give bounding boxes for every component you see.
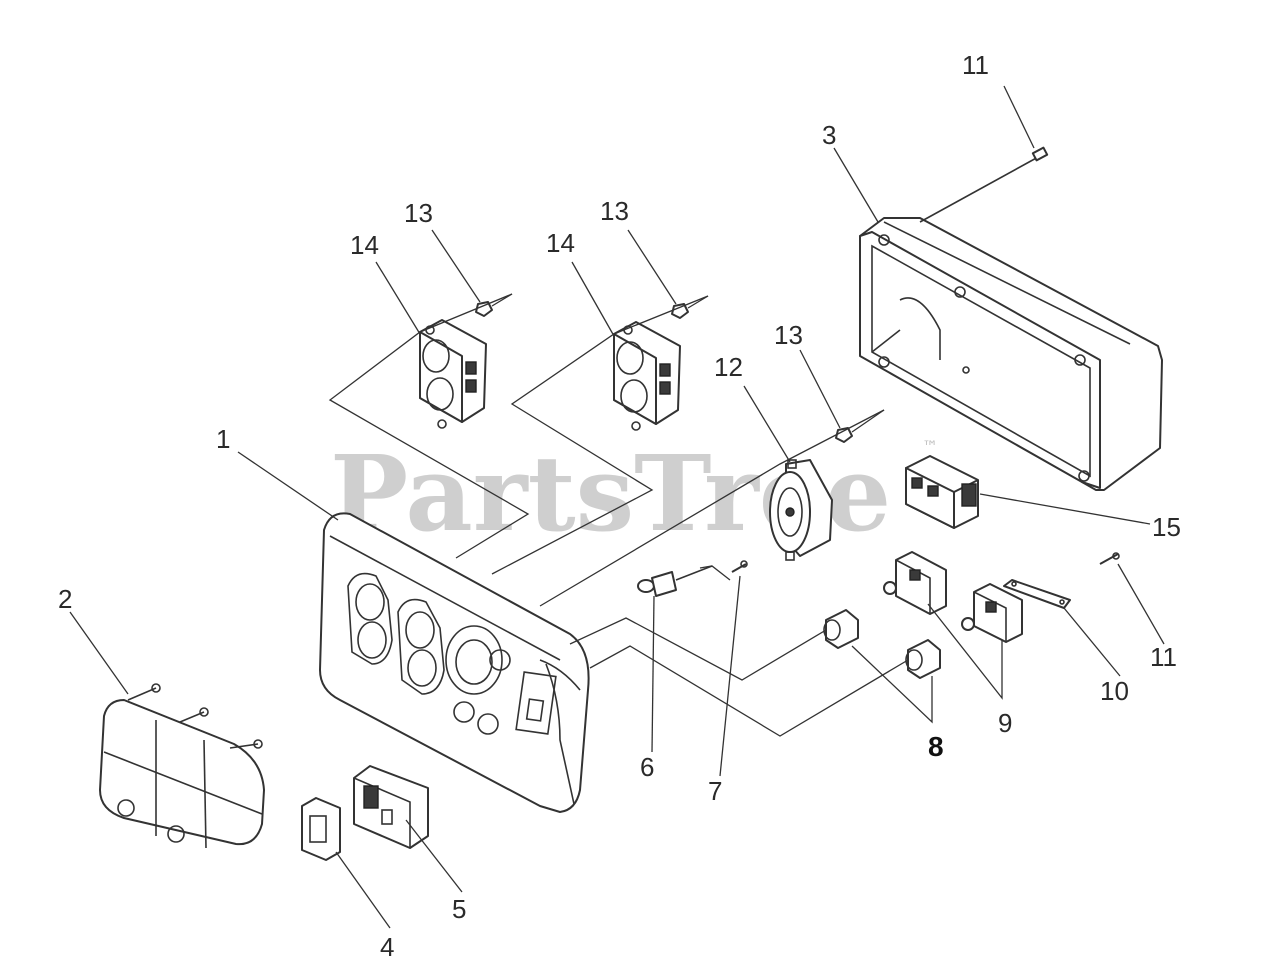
callout-4: 4	[380, 932, 394, 962]
part-10-bus-bar	[1003, 579, 1071, 609]
part-13-nut-left	[475, 293, 513, 317]
callout-8: 8	[928, 731, 944, 762]
part-2-outlet-cover	[99, 683, 265, 849]
part-1-control-panel	[319, 512, 590, 813]
part-15-switch	[905, 455, 979, 529]
callout-12: 12	[714, 352, 743, 382]
callout-1: 1	[216, 424, 230, 454]
callout-9: 9	[998, 708, 1012, 738]
callout-13-middle: 13	[600, 196, 629, 226]
part-9-breaker-1	[883, 551, 947, 615]
part-13-nut-right	[835, 409, 885, 443]
callout-6: 6	[640, 752, 654, 782]
callout-11-top: 11	[962, 50, 989, 80]
callout-labels: 1 2 3 4 5 6 7 8 9 10 11 11 12 13 13 13 1…	[58, 50, 1181, 962]
part-11-screw-bottom	[1099, 552, 1120, 565]
part-8-fuse-holder-1	[823, 609, 859, 649]
callout-14-right: 14	[546, 228, 575, 258]
part-5-rocker-switch	[353, 765, 429, 849]
part-3-control-box	[859, 217, 1163, 491]
callout-13-left: 13	[404, 198, 433, 228]
callout-3: 3	[822, 120, 836, 150]
part-4-switch-bezel	[301, 797, 341, 861]
callout-15: 15	[1152, 512, 1181, 542]
callout-14-left: 14	[350, 230, 379, 260]
callout-11-bottom: 11	[1150, 642, 1177, 672]
part-14-receptacle-left	[419, 319, 487, 429]
part-12-twist-lock-receptacle	[769, 459, 833, 561]
assembly-lines	[328, 293, 909, 737]
part-9-breaker-2	[961, 583, 1023, 643]
callout-7: 7	[708, 776, 722, 806]
callout-5: 5	[452, 894, 466, 924]
callout-10: 10	[1100, 676, 1129, 706]
callout-leaders	[69, 85, 1165, 929]
part-14-receptacle-right	[613, 321, 681, 431]
callout-2: 2	[58, 584, 72, 614]
part-6-wire-lead	[637, 565, 713, 597]
part-8-fuse-holder-2	[905, 639, 941, 679]
watermark-trademark: ™	[922, 437, 938, 456]
part-13-nut-middle	[671, 295, 709, 319]
callout-13-right: 13	[774, 320, 803, 350]
part-7-screw	[731, 560, 748, 573]
part-11-screw-top	[919, 146, 1049, 223]
